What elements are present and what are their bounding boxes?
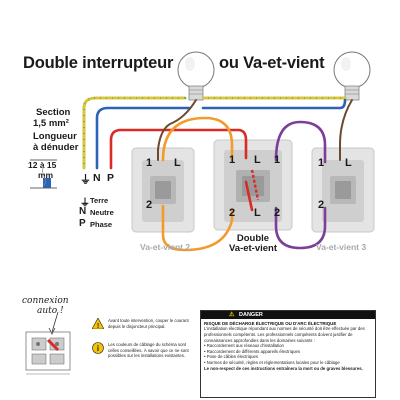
warning-text-2: Les couleurs de câblage du schéma sont c… — [108, 342, 189, 359]
bulb-left-icon — [177, 51, 215, 101]
longueur-line2: à dénuder — [33, 142, 79, 153]
section-value: 1,5 mm² — [33, 118, 69, 129]
left-switch-caption: Va-et-vient 2 — [140, 242, 191, 252]
center-switch-t2a: 2 — [229, 207, 236, 219]
longueur-line1: Longueur — [33, 131, 77, 142]
right-switch-caption: Va-et-vient 3 — [316, 242, 367, 252]
center-switch-caption-line1: Double — [236, 233, 270, 244]
earth-wire — [82, 96, 347, 170]
neutral-wire — [95, 98, 347, 170]
longueur-value: 12 à 15 — [28, 160, 57, 170]
danger-warning-icon: ⚠ — [229, 312, 235, 318]
phase-terminal-label: P — [107, 172, 115, 184]
danger-bullet-3: • Pose de câbles électriques — [204, 354, 259, 360]
lamp-return-wire-right — [339, 99, 353, 161]
center-switch-tL1: L — [254, 154, 261, 166]
title-part2: ou Va-et-vient — [219, 54, 325, 72]
switch-left — [131, 147, 195, 233]
warning-text-1: Avant toute intervention, couper le cour… — [108, 318, 189, 329]
earth-terminal-symbol: ⏚ — [80, 174, 91, 186]
center-switch-t1: 1 — [229, 154, 236, 166]
svg-text:!: ! — [97, 323, 99, 329]
danger-header-text: DANGER — [239, 312, 263, 318]
danger-bullet-2: • Raccordement de différents appareils é… — [204, 348, 301, 354]
phase-legend-symbol: P — [79, 218, 86, 229]
connexion-auto-illustration — [25, 311, 71, 375]
danger-title: RISQUE DE DÉCHARGE ÉLECTRIQUE OU D'ARC É… — [204, 321, 337, 326]
connexion-auto-line2: auto ! — [37, 306, 64, 316]
phase-wire — [109, 128, 254, 212]
switch-right — [311, 147, 375, 233]
left-switch-t1: 1 — [146, 157, 153, 169]
neutral-legend-label: Neutre — [90, 208, 114, 217]
danger-header: ⚠ DANGER — [201, 311, 375, 319]
danger-bullet-1: • Raccordement aux réseaux d'installatio… — [204, 343, 284, 349]
traveler-wire-purple — [274, 120, 327, 250]
danger-paragraph: L'installation électrique répondant aux … — [204, 326, 365, 343]
center-switch-t2b: 2 — [274, 207, 281, 219]
left-switch-tL: L — [174, 157, 181, 169]
left-switch-t2: 2 — [146, 199, 153, 211]
switch-center — [213, 139, 293, 231]
phase-legend-label: Phase — [90, 220, 113, 229]
connexion-auto-line1: connexion — [22, 296, 69, 306]
strip-length-indicator — [30, 159, 57, 189]
right-switch-t1: 1 — [318, 157, 325, 169]
center-switch-t1b: 1 — [274, 154, 281, 166]
warning-triangle-icon: ! — [92, 318, 104, 329]
lamp-return-wire-left — [157, 99, 197, 161]
danger-box: ⚠ DANGER RISQUE DE DÉCHARGE ÉLECTRIQUE O… — [200, 310, 376, 398]
svg-text:i: i — [97, 344, 99, 353]
title-part1: Double interrupteur — [23, 54, 174, 72]
earth-legend-symbol: ⏚ — [80, 198, 90, 209]
neutral-terminal-label: N — [93, 172, 101, 184]
right-switch-tL: L — [345, 157, 352, 169]
center-switch-tL2: L — [254, 207, 261, 219]
danger-footer: Le non-respect de ces instructions entra… — [204, 365, 363, 371]
earth-legend-label: Terre — [90, 196, 109, 205]
center-jumper-wire — [250, 169, 260, 201]
longueur-unit: mm — [38, 170, 54, 180]
bulb-right-icon — [333, 51, 371, 101]
section-label: Section — [36, 107, 71, 118]
traveler-wire-orange — [161, 116, 234, 252]
danger-bullet-4: • Normes de sécurité, règles et réglemen… — [204, 359, 340, 365]
info-icon: i — [92, 342, 104, 354]
center-switch-caption-line2: Va-et-vient — [228, 243, 278, 254]
right-switch-t2: 2 — [318, 199, 325, 211]
neutral-legend-symbol: N — [79, 206, 87, 217]
